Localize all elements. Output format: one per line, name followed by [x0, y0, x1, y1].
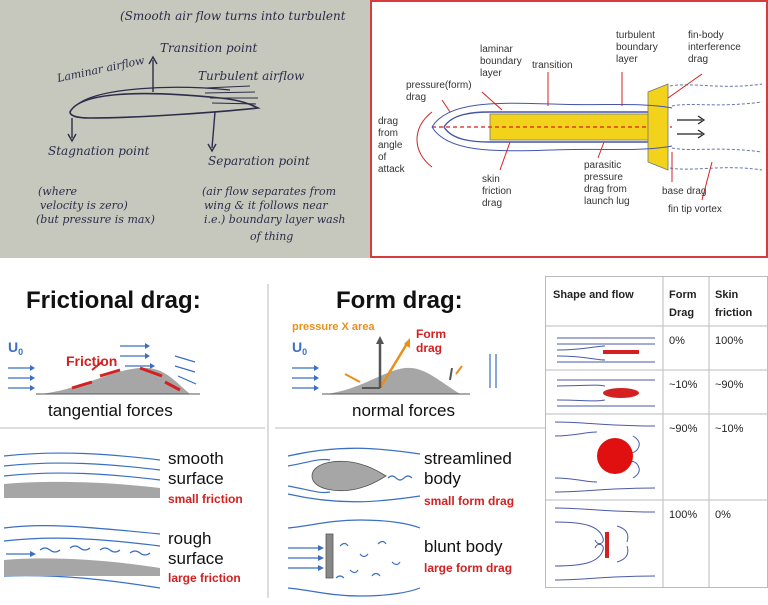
- separation-note-2: wing & it follows near: [204, 199, 328, 212]
- large-form-drag-label: large form drag: [424, 561, 512, 575]
- stagnation-note-2: velocity is zero): [40, 199, 128, 212]
- header-skin-1: Skin: [715, 289, 739, 301]
- separation-label: Separation point: [208, 154, 310, 168]
- pressure-area-label: pressure X area: [292, 321, 375, 333]
- separation-note-3: i.e.) boundary layer wash: [204, 213, 345, 226]
- row3-cylinder: [597, 438, 633, 474]
- fin-body-line3: drag: [688, 54, 708, 65]
- row4-flow: [554, 507, 656, 581]
- header-skin-2: friction: [715, 307, 753, 319]
- parasitic-line3: drag from: [584, 184, 627, 195]
- angle-line4: of: [378, 152, 387, 163]
- separation-note-4: of thing: [250, 230, 293, 243]
- blunt-plate: [325, 533, 334, 579]
- rocket-panel: pressure(form) drag laminar boundary lay…: [370, 0, 768, 258]
- smooth-label-2: surface: [168, 469, 224, 488]
- skin-line2: friction: [482, 186, 511, 197]
- rough-streamlines: [3, 524, 161, 589]
- smooth-surface: [4, 481, 160, 498]
- normal-forces-label: normal forces: [352, 401, 455, 420]
- row2-skin-value: ~90%: [715, 379, 744, 391]
- separation-note-1: (air flow separates from: [202, 185, 336, 198]
- row1-plate: [603, 350, 639, 354]
- rough-label-2: surface: [168, 549, 224, 568]
- drag-types-panel: Frictional drag: U0 Friction tangential …: [0, 258, 545, 605]
- row2-airfoil: [603, 388, 639, 398]
- base-drag-label: base drag: [662, 186, 706, 197]
- friction-label: Friction: [66, 353, 117, 369]
- angle-line2: from: [378, 128, 398, 139]
- blunt-body-label: blunt body: [424, 537, 503, 556]
- sketch-top-note: (Smooth air flow turns into turbulent: [120, 9, 346, 23]
- pressure-drag-line2: drag: [406, 92, 426, 103]
- smooth-label-1: smooth: [168, 449, 224, 468]
- small-form-drag-label: small form drag: [424, 494, 514, 508]
- row1-form-value: 0%: [669, 335, 685, 347]
- row4-form-value: 100%: [669, 509, 697, 521]
- smooth-streamlines: [3, 452, 161, 481]
- drag-table-panel: Shape and flow Form Drag Skin friction: [545, 276, 768, 588]
- laminar-line2: boundary: [480, 56, 522, 67]
- tangential-forces-label: tangential forces: [48, 401, 173, 420]
- large-friction-label: large friction: [168, 571, 241, 585]
- turbulent-line1: turbulent: [616, 30, 655, 41]
- rocket-drawing: pressure(form) drag laminar boundary lay…: [378, 30, 763, 215]
- header-shape-flow: Shape and flow: [553, 289, 634, 301]
- row2-form-value: ~10%: [669, 379, 698, 391]
- laminar-line1: laminar: [480, 44, 513, 55]
- parasitic-line1: parasitic: [584, 160, 621, 171]
- form-drag-label-2: drag: [416, 341, 442, 355]
- sketch-turbulent-label: Turbulent airflow: [198, 69, 305, 83]
- fin-body-line1: fin-body: [688, 30, 724, 41]
- streamlined-label-1: streamlined: [424, 449, 512, 468]
- streamlined-flow: [287, 447, 421, 503]
- skin-line3: drag: [482, 198, 502, 209]
- laminar-line3: layer: [480, 68, 502, 79]
- transition-label: transition: [532, 60, 573, 71]
- stagnation-note-1: (where: [38, 185, 78, 198]
- streamlined-label-2: body: [424, 469, 461, 488]
- form-hill: [326, 367, 460, 394]
- form-drag-label-1: Form: [416, 327, 446, 341]
- row4-skin-value: 0%: [715, 509, 731, 521]
- frictional-drag-title: Frictional drag:: [26, 287, 201, 314]
- turbulent-line2: boundary: [616, 42, 658, 53]
- header-form-1: Form: [669, 289, 697, 301]
- fin-body-line2: interference: [688, 42, 741, 53]
- angle-line3: angle: [378, 140, 403, 151]
- sketch-drawing: (Smooth air flow turns into turbulent Tr…: [0, 0, 370, 258]
- airfoil-shape: [69, 92, 261, 119]
- drag-table: Shape and flow Form Drag Skin friction: [545, 276, 768, 588]
- rough-surface: [4, 558, 160, 576]
- drag-types-drawing: Frictional drag: U0 Friction tangential …: [0, 284, 545, 598]
- row1-skin-value: 100%: [715, 335, 743, 347]
- parasitic-line4: launch lug: [584, 196, 630, 207]
- row3-form-value: ~90%: [669, 423, 698, 435]
- form-u0: U0: [292, 339, 307, 357]
- parasitic-line2: pressure: [584, 172, 623, 183]
- blunt-flow: [287, 519, 421, 597]
- sketch-panel: (Smooth air flow turns into turbulent Tr…: [0, 0, 370, 258]
- skin-line1: skin: [482, 174, 500, 185]
- stagnation-label: Stagnation point: [48, 144, 150, 158]
- small-friction-label: small friction: [168, 492, 243, 506]
- pressure-drag-line1: pressure(form): [406, 80, 472, 91]
- row4-plate: [605, 532, 609, 558]
- friction-u0: U0: [8, 339, 23, 357]
- rough-label-1: rough: [168, 529, 211, 548]
- row2-flow: [556, 379, 655, 407]
- fin-tip-vortex-label: fin tip vortex: [668, 204, 722, 215]
- angle-line5: attack: [378, 164, 406, 175]
- rocket-fin: [647, 83, 669, 171]
- header-form-2: Drag: [669, 307, 694, 319]
- angle-line1: drag: [378, 116, 398, 127]
- sketch-transition-label: Transition point: [160, 41, 258, 55]
- stagnation-note-3: (but pressure is max): [36, 213, 155, 226]
- row1-flow: [556, 337, 655, 363]
- streamlined-body: [311, 460, 387, 492]
- row3-skin-value: ~10%: [715, 423, 744, 435]
- form-drag-title: Form drag:: [336, 287, 463, 314]
- turbulent-line3: layer: [616, 54, 638, 65]
